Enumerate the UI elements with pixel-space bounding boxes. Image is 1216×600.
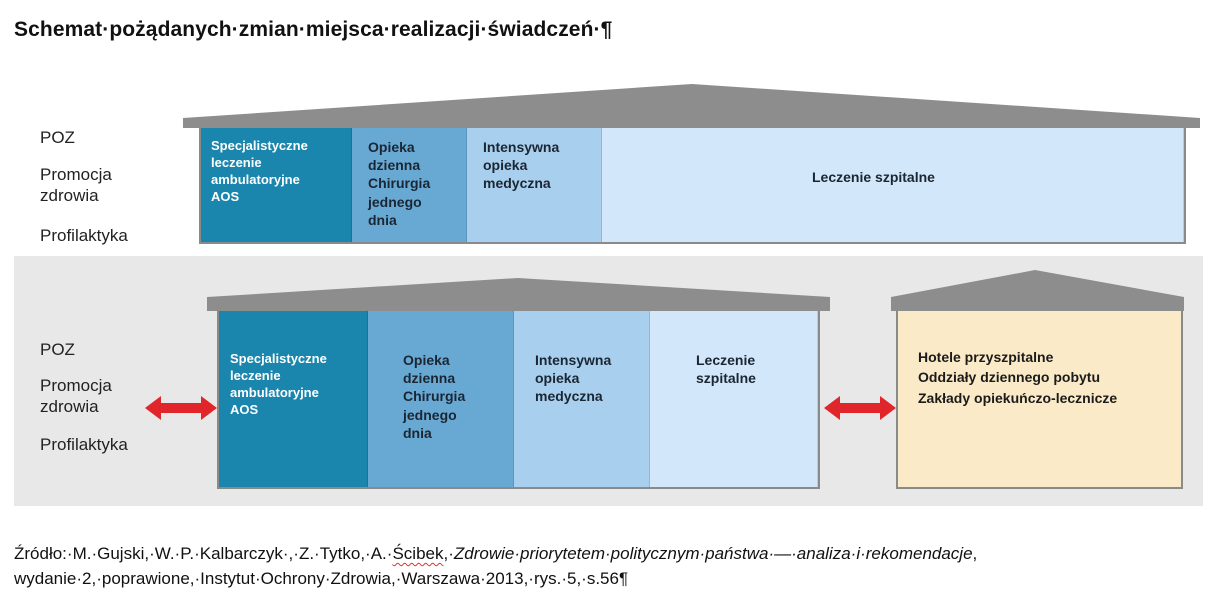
- label-promocja-line1: Promocja: [40, 165, 112, 184]
- roof-icon: [891, 270, 1184, 311]
- double-arrow-icon: [145, 396, 217, 420]
- bottom-segment-aos: Specjalistyczne leczenie ambulatoryjne A…: [219, 311, 368, 487]
- source-comma: ,·: [443, 544, 454, 563]
- label-promocja-line2: zdrowia: [40, 186, 99, 206]
- label-profilaktyka-bottom: Profilaktyka: [40, 435, 128, 454]
- source-surname: Ścibek: [392, 544, 444, 563]
- top-segment-aos-label: Specjalistyczne leczenie ambulatoryjne A…: [211, 138, 308, 204]
- side-building-line3: Zakłady opiekuńczo-lecznicze: [918, 389, 1118, 406]
- bottom-building: Specjalistyczne leczenie ambulatoryjne A…: [217, 311, 820, 489]
- top-segment-aos: Specjalistyczne leczenie ambulatoryjne A…: [201, 128, 352, 242]
- label-promocja-top: Promocja zdrowia: [40, 164, 112, 207]
- side-building-line2: Oddziały dziennego pobytu: [918, 369, 1100, 386]
- bottom-segment-szpitalne: Leczenie szpitalne: [650, 311, 818, 487]
- label-promocja-bottom: Promocja zdrowia: [40, 375, 112, 418]
- top-segment-intensywna-label: Intensywna opieka medyczna: [483, 139, 560, 192]
- bottom-segment-szpitalne-label: Leczenie szpitalne: [696, 352, 756, 387]
- bottom-segment-intensywna-label: Intensywna opieka medyczna: [535, 352, 612, 405]
- label-profilaktyka-top: Profilaktyka: [40, 226, 128, 245]
- top-segment-opieka: Opieka dzienna Chirurgia jednego dnia: [352, 128, 467, 242]
- bottom-segment-opieka-label: Opieka dzienna Chirurgia jednego dnia: [403, 352, 466, 441]
- source-line2: wydanie·2,·poprawione,·Instytut·Ochrony·…: [14, 568, 629, 588]
- source-suffix: ,: [972, 544, 978, 563]
- top-segment-opieka-label: Opieka dzienna Chirurgia jednego dnia: [368, 139, 431, 228]
- top-building: Specjalistyczne leczenie ambulatoryjne A…: [199, 128, 1186, 244]
- source-prefix: Źródło:·M.·Gujski,·W.·P.·Kalbarczyk·,·Z.…: [14, 544, 393, 563]
- bottom-segment-aos-label: Specjalistyczne leczenie ambulatoryjne A…: [230, 351, 327, 417]
- double-arrow-icon: [824, 396, 896, 420]
- source-note: Źródło:·M.·Gujski,·W.·P.·Kalbarczyk·,·Z.…: [14, 542, 1209, 591]
- top-segment-szpitalne-label: Leczenie szpitalne: [812, 169, 935, 185]
- top-roof-icon: [183, 84, 1200, 128]
- top-segment-intensywna: Intensywna opieka medyczna: [467, 128, 602, 242]
- label-promocja-line1: Promocja: [40, 376, 112, 395]
- page-title: Schemat·pożądanych·zmian·miejsca·realiza…: [14, 18, 613, 41]
- side-building: Hotele przyszpitalne Oddziały dziennego …: [896, 311, 1183, 489]
- bottom-segment-intensywna: Intensywna opieka medyczna: [514, 311, 650, 487]
- source-book-title: Zdrowie·priorytetem·politycznym·państwa·…: [453, 544, 973, 563]
- label-poz-top: POZ: [40, 128, 75, 147]
- side-building-line1: Hotele przyszpitalne: [918, 349, 1054, 365]
- label-poz-bottom: POZ: [40, 340, 75, 359]
- label-promocja-line2: zdrowia: [40, 397, 99, 417]
- bottom-segment-opieka: Opieka dzienna Chirurgia jednego dnia: [368, 311, 514, 487]
- bottom-roofs: [207, 270, 1184, 311]
- roof-icon: [183, 84, 1200, 128]
- roof-icon: [207, 278, 830, 311]
- top-segment-szpitalne: Leczenie szpitalne: [602, 128, 1184, 242]
